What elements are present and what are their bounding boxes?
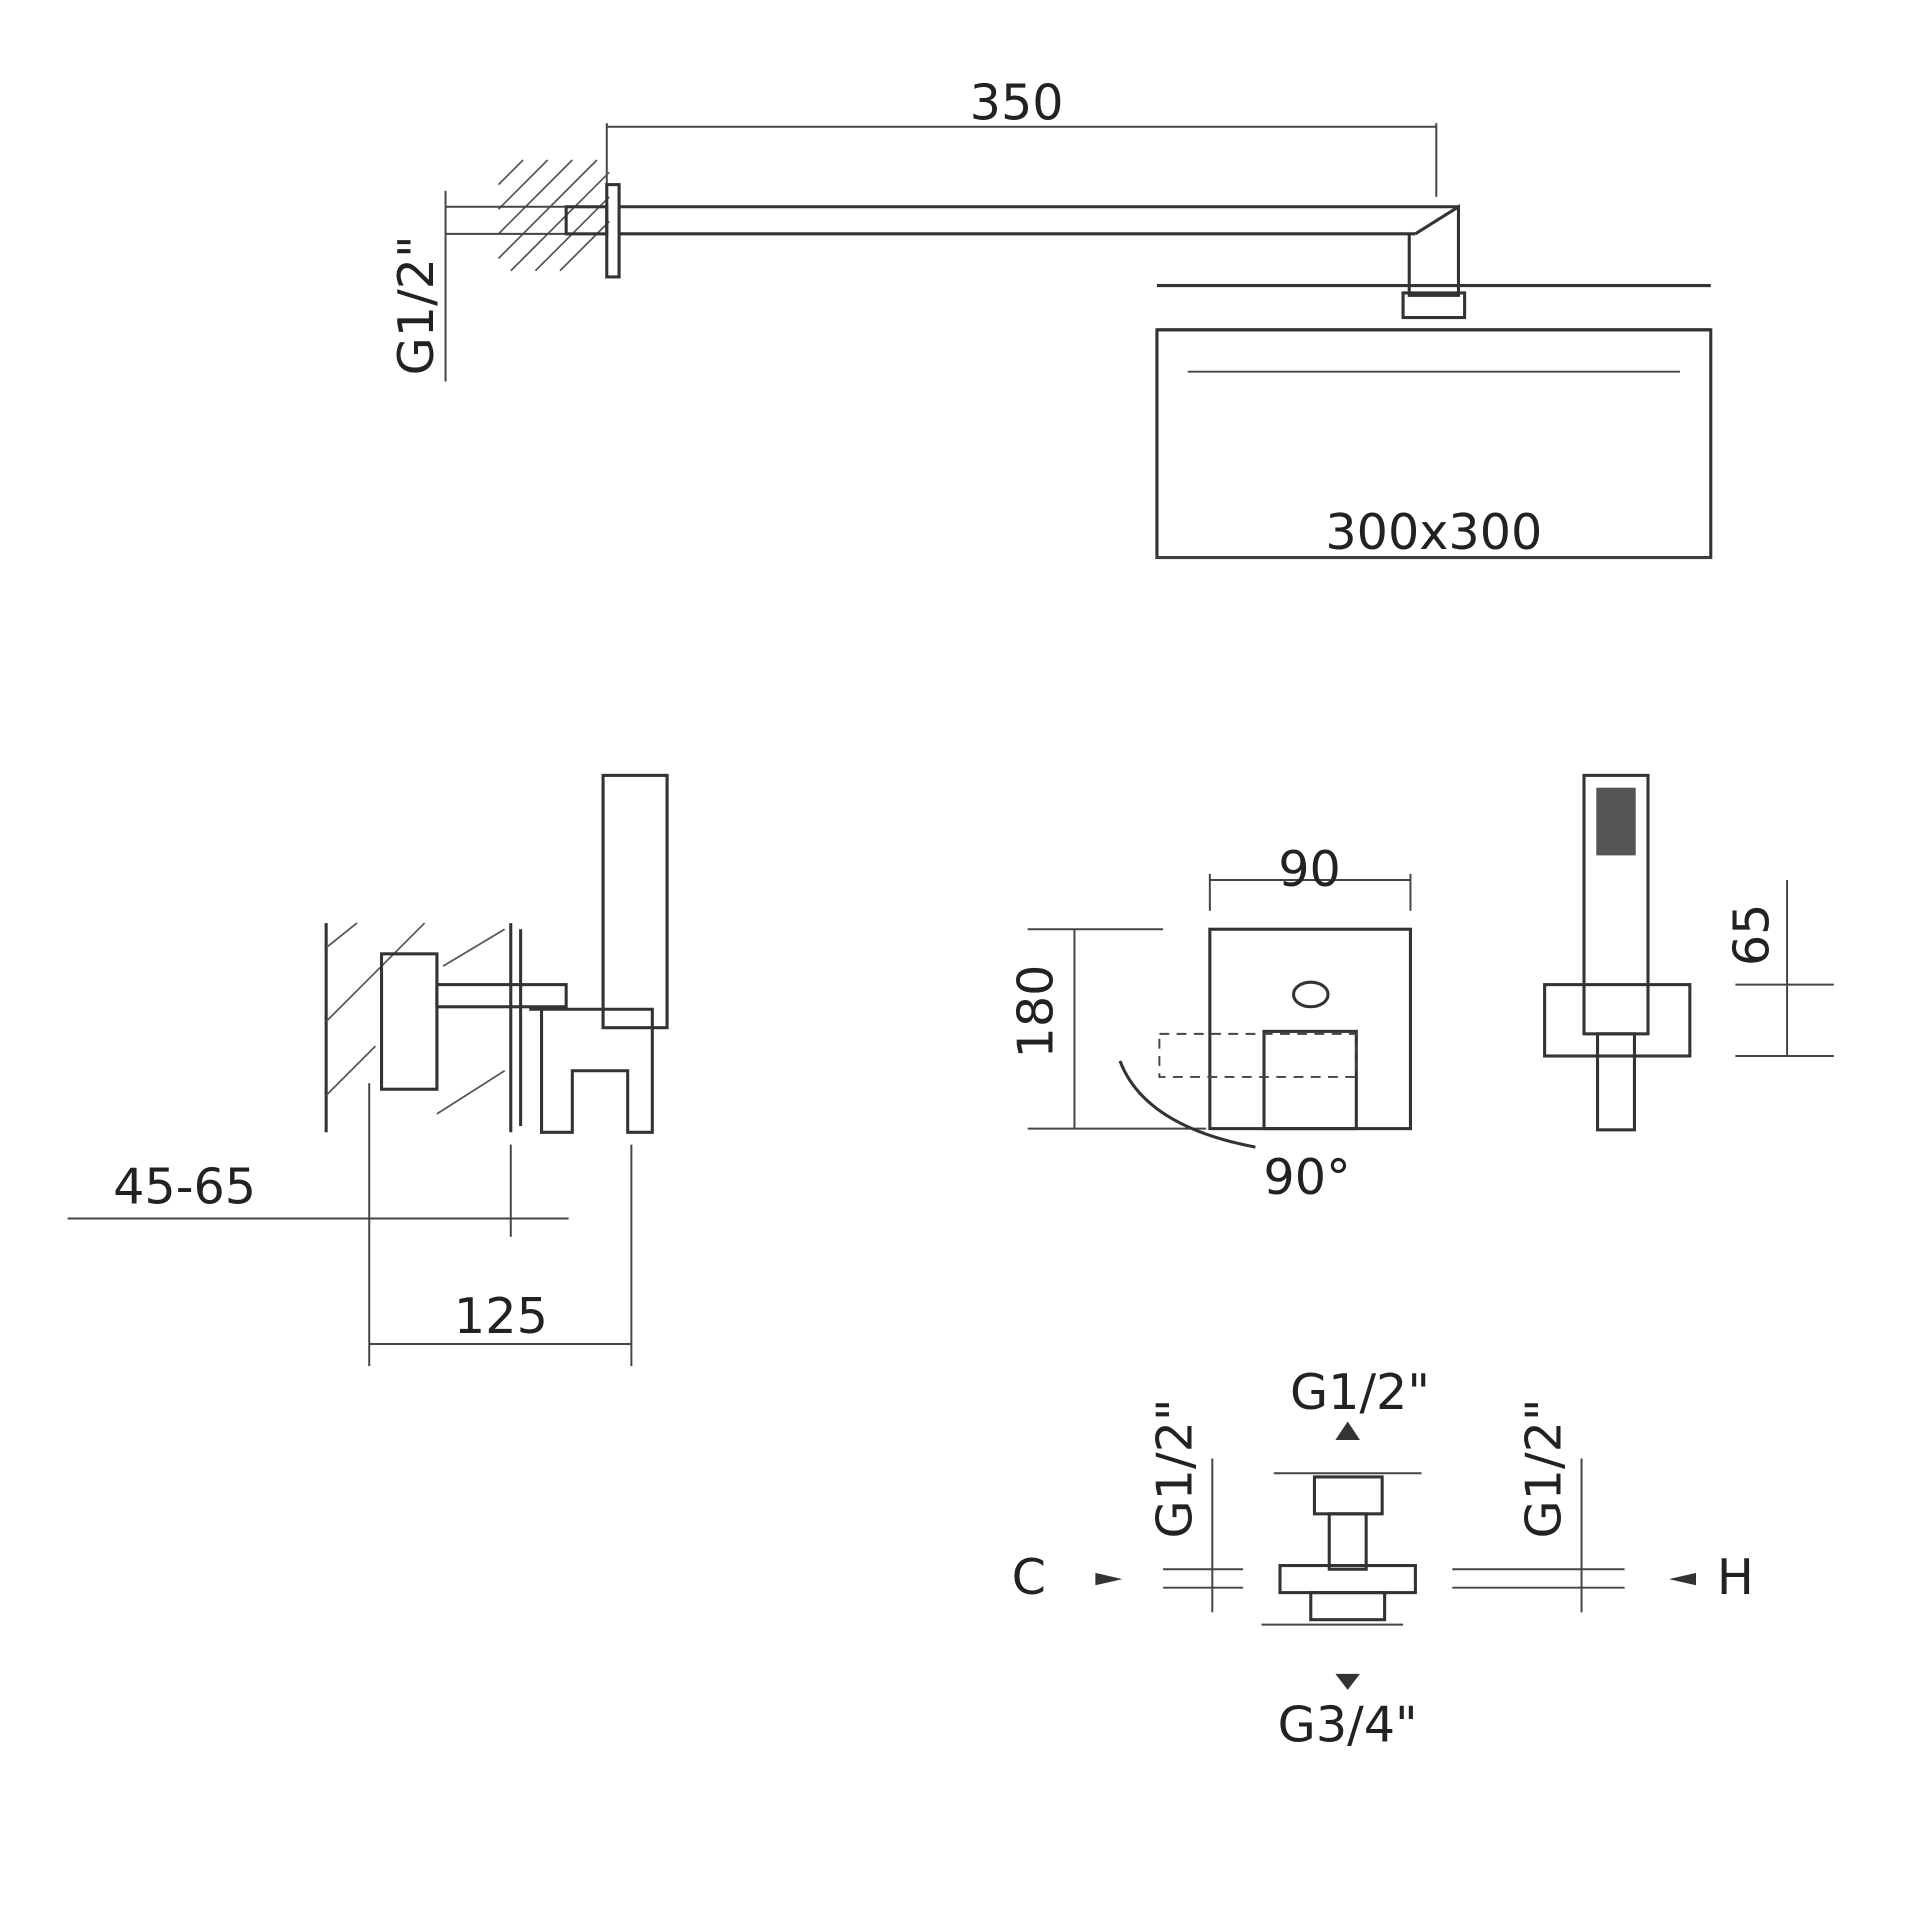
inlet-thread-label: G1/2" <box>387 235 445 375</box>
holder-height-label: 65 <box>1723 904 1781 967</box>
cold-thread-label: G1/2" <box>1145 1398 1203 1538</box>
mixer-side-view: 45-65 125 <box>67 773 669 1367</box>
hot-thread-label: G1/2" <box>1515 1398 1573 1538</box>
projection-label: 125 <box>454 1287 548 1345</box>
hand-shower-view: 65 <box>1543 773 1834 1132</box>
mixer-front-view: 90 180 90° <box>1006 840 1412 1206</box>
cold-label: C <box>1012 1548 1046 1606</box>
spray-grid <box>1596 787 1636 856</box>
mixer-handle[interactable] <box>1262 1029 1358 1131</box>
head-size-label: 300x300 <box>1325 503 1542 561</box>
top-thread-label: G1/2" <box>1290 1363 1430 1421</box>
mixer-plate <box>1208 927 1412 1131</box>
wall-hatch <box>497 159 610 272</box>
plate-width-label: 90 <box>1278 840 1341 898</box>
plate-height-label: 180 <box>1006 965 1064 1059</box>
bottom-thread-label: G3/4" <box>1278 1696 1418 1754</box>
hot-label: H <box>1717 1548 1754 1606</box>
connections-view: G1/2" G3/4" G1/2" C G1/2" H <box>1012 1363 1754 1753</box>
shower-arm-view: 350 G1/2" 300x300 <box>387 73 1713 561</box>
arm-length-label: 350 <box>970 73 1064 131</box>
wall-depth-label: 45-65 <box>113 1158 256 1216</box>
rotation-label: 90° <box>1263 1148 1350 1206</box>
